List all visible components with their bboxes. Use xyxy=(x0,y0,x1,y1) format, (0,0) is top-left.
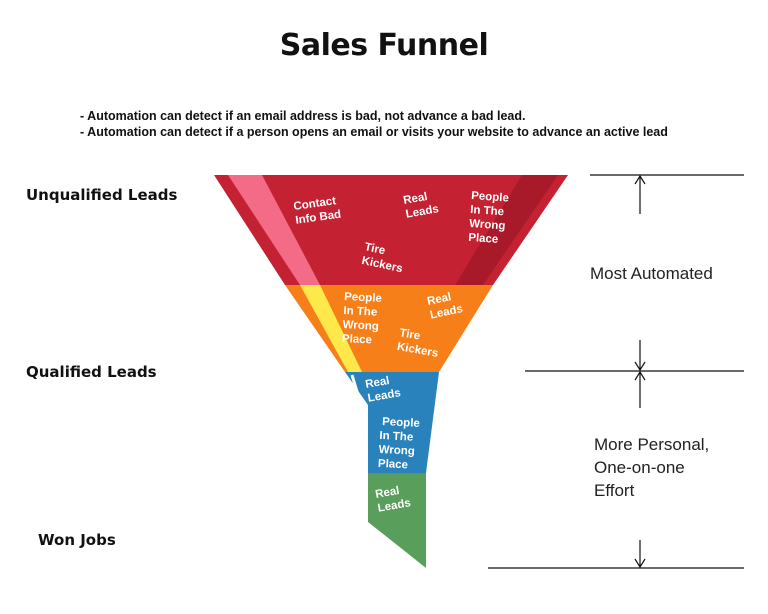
label-wrong-place-red: People In The Wrong Place xyxy=(468,190,513,247)
label-wrong-place-orange: People In The Wrong Place xyxy=(342,291,386,347)
marker-arrow-mid-up-head xyxy=(634,361,646,372)
label-real-leads-green-line-1: Real xyxy=(374,485,400,501)
label-real-leads-red-line-1: Real xyxy=(402,191,428,207)
annotation-personal-line-1: More Personal, xyxy=(594,435,710,454)
label-wrong-place-blue-line-3: Wrong xyxy=(378,444,415,458)
label-wrong-place-blue-line-2: In The xyxy=(379,430,413,444)
label-wrong-place-red-line-2: In The xyxy=(470,204,505,218)
label-real-leads-green-line-2: Leads xyxy=(377,497,412,515)
label-real-leads-red-line-2: Leads xyxy=(405,203,440,221)
note-2: - Automation can detect if a person open… xyxy=(80,125,668,139)
label-real-leads-blue-line-2: Leads xyxy=(367,387,402,405)
annotation-personal: More Personal, One-on-one Effort xyxy=(594,433,709,502)
marker-arrow-bottom-head xyxy=(634,558,646,569)
label-real-leads-green: Real Leads xyxy=(374,483,411,514)
label-wrong-place-red-line-3: Wrong xyxy=(469,218,506,232)
label-wrong-place-red-line-4: Place xyxy=(468,232,499,246)
label-wrong-place-orange-line-4: Place xyxy=(342,333,373,347)
annotation-most-automated: Most Automated xyxy=(590,264,713,283)
marker-arrow-mid-down-head xyxy=(634,370,646,381)
note-1: - Automation can detect if an email addr… xyxy=(80,109,526,123)
annotation-personal-line-3: Effort xyxy=(594,481,635,500)
funnel-tier-orange-highlight xyxy=(300,285,362,372)
label-tire-kickers-orange-line-1: Tire xyxy=(398,327,421,342)
funnel xyxy=(214,175,568,568)
page-title: Sales Funnel xyxy=(279,28,489,63)
stage-label-unqualified: Unqualified Leads xyxy=(26,186,178,204)
label-wrong-place-red-line-1: People xyxy=(471,190,509,205)
dimension-markers xyxy=(488,174,744,569)
label-real-leads-blue: Real Leads xyxy=(364,373,401,404)
label-contact-info-bad-line-1: Contact xyxy=(293,195,337,213)
label-tire-kickers-red-line-1: Tire xyxy=(363,241,386,257)
label-wrong-place-blue-line-1: People xyxy=(382,416,420,430)
marker-arrow-top-head xyxy=(634,174,646,185)
label-real-leads-orange-line-1: Real xyxy=(426,291,452,308)
funnel-tier-blue xyxy=(345,372,439,473)
label-wrong-place-orange-line-3: Wrong xyxy=(342,319,379,333)
label-wrong-place-blue-line-4: Place xyxy=(378,458,409,472)
stage-label-qualified: Qualified Leads xyxy=(26,363,157,381)
label-wrong-place-orange-line-1: People xyxy=(344,291,382,305)
label-wrong-place-blue: People In The Wrong Place xyxy=(378,416,424,472)
funnel-tier-red-shadow xyxy=(455,175,558,285)
label-wrong-place-orange-line-2: In The xyxy=(343,305,377,319)
label-real-leads-blue-line-1: Real xyxy=(364,375,390,391)
funnel-labels: Contact Info Bad Real Leads People In Th… xyxy=(293,189,513,515)
funnel-spout-highlight xyxy=(350,374,363,520)
funnel-tier-green xyxy=(368,473,426,568)
funnel-tier-red-highlight xyxy=(228,175,320,285)
label-real-leads-red: Real Leads xyxy=(402,189,439,220)
annotation-personal-line-2: One-on-one xyxy=(594,458,685,477)
stage-label-won: Won Jobs xyxy=(38,531,116,549)
notes: - Automation can detect if an email addr… xyxy=(80,108,668,140)
